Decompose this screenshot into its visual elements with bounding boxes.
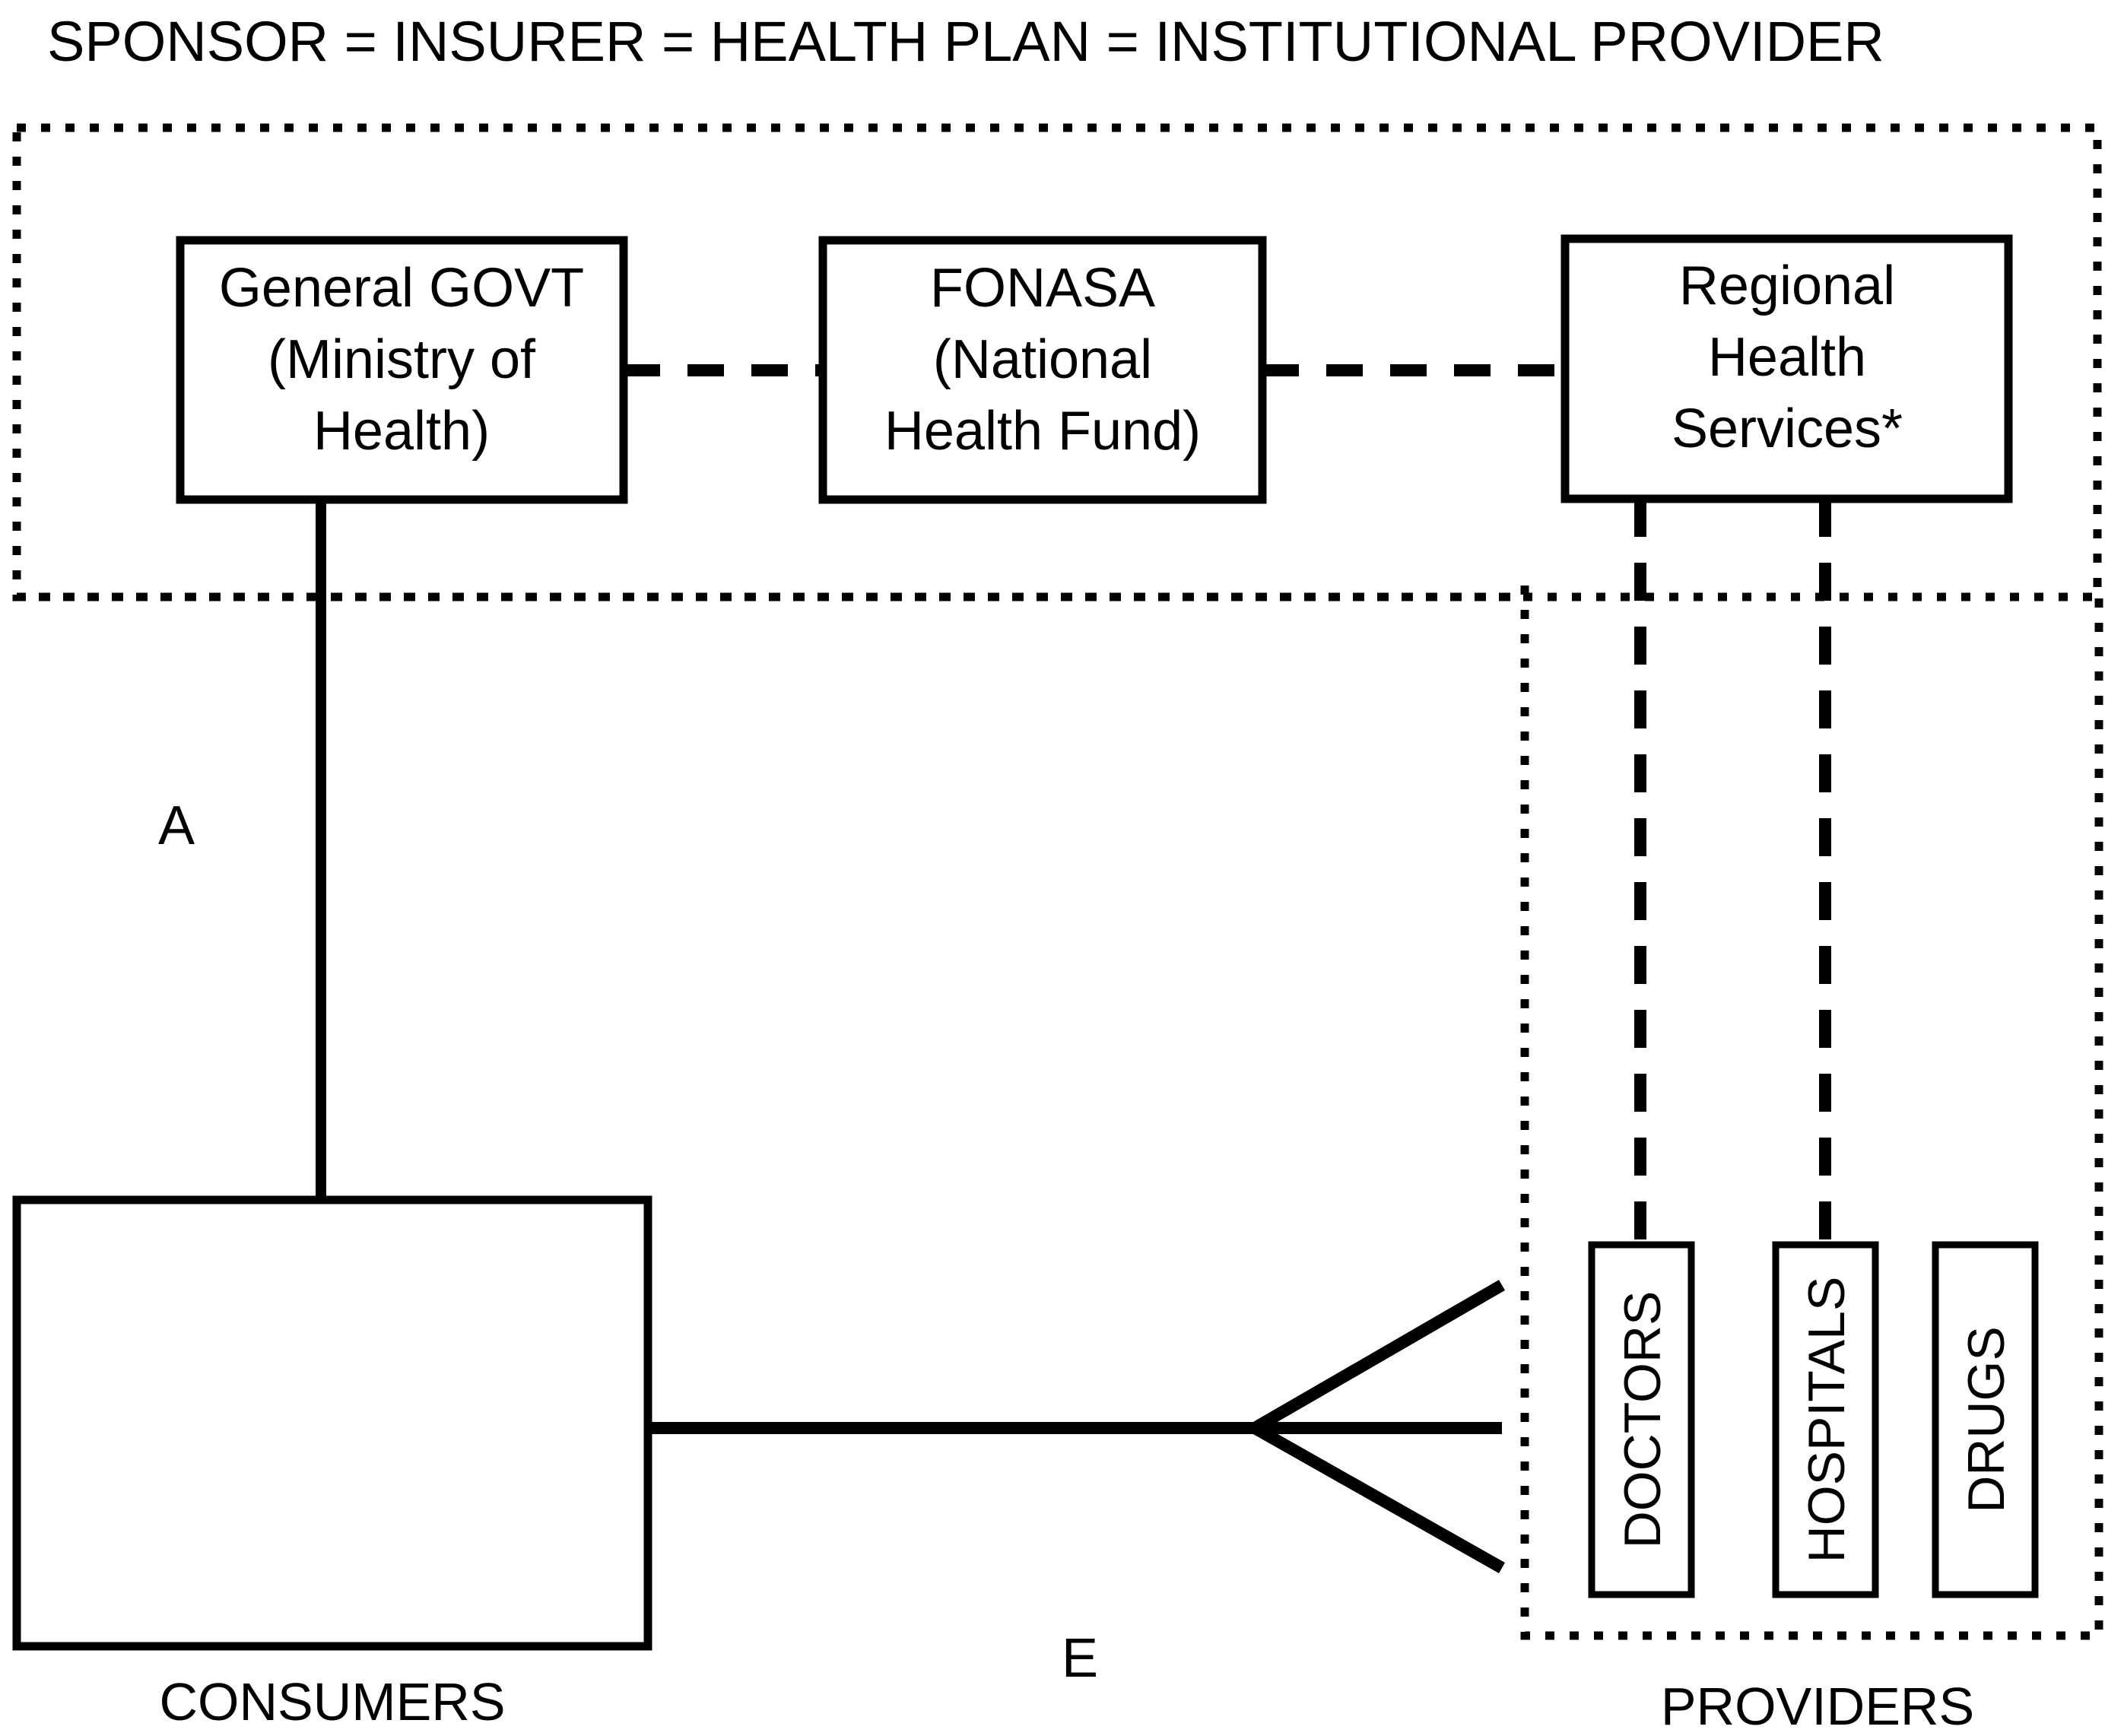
consumers-label: CONSUMERS	[159, 1672, 505, 1731]
providers-label: PROVIDERS	[1661, 1677, 1974, 1736]
box-fonasa-line2: (National	[933, 329, 1152, 390]
box-doctors[interactable]	[1588, 1241, 1695, 1598]
box-fonasa-line3: Health Fund)	[884, 401, 1201, 462]
box-regional-health-services[interactable]	[1560, 234, 2013, 503]
box-general-govt[interactable]	[176, 236, 628, 504]
box-hospitals-label: HOSPITALS	[1798, 1277, 1856, 1563]
box-regional-line1: Regional	[1679, 255, 1895, 316]
flow-label-e: E	[1062, 1628, 1098, 1689]
box-fonasa[interactable]	[818, 236, 1267, 504]
box-general-govt-line2: (Ministry of	[268, 329, 536, 390]
connector-fan-lower	[1252, 1423, 1505, 1573]
connector-fan-upper	[1251, 1280, 1506, 1433]
box-fonasa-line1: FONASA	[930, 258, 1155, 319]
box-general-govt-line3: Health)	[313, 401, 490, 462]
box-drugs-label: DRUGS	[1957, 1326, 2015, 1513]
box-hospitals[interactable]	[1772, 1241, 1879, 1598]
box-drugs[interactable]	[1932, 1241, 2039, 1598]
providers-zone-border	[1520, 586, 2103, 1640]
box-general-govt-line1: General GOVT	[219, 258, 584, 319]
box-consumers[interactable]	[12, 1195, 652, 1651]
sponsor-insurer-zone-border	[12, 123, 2102, 601]
diagram-title: SPONSOR = INSURER = HEALTH PLAN = INSTIT…	[47, 10, 1884, 73]
box-doctors-label: DOCTORS	[1614, 1291, 1672, 1549]
box-regional-line3: Services*	[1672, 398, 1903, 459]
flow-label-a: A	[158, 795, 195, 856]
box-regional-line2: Health	[1708, 327, 1866, 388]
